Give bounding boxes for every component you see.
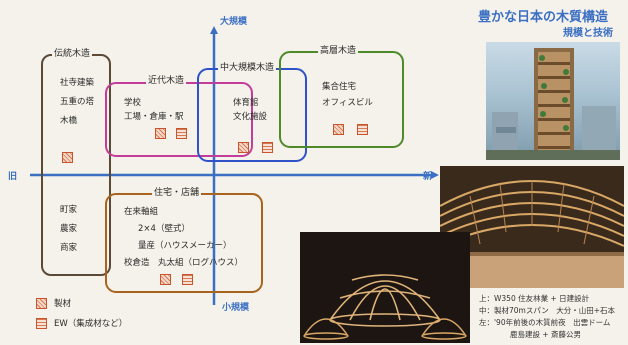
sawn-lumber-icon xyxy=(160,274,171,285)
engineered-wood-icon xyxy=(176,128,187,139)
traditional-lower-item: 商家 xyxy=(60,243,78,253)
photo-caption-line: 左：'90年前後の木質前夜 出雲ドーム xyxy=(479,318,611,327)
housing-item: 在来軸組 xyxy=(124,207,159,217)
high-rise-item: 集合住宅 xyxy=(322,82,357,92)
axis-label-old: 旧 xyxy=(8,172,18,182)
traditional-lower-item: 町家 xyxy=(60,205,78,215)
high-rise-wood-label: 高層木造 xyxy=(318,46,359,57)
traditional-item: 五重の塔 xyxy=(60,97,95,107)
high-rise-tower-photo xyxy=(486,42,620,160)
legend-sawn-lumber-icon xyxy=(36,298,47,309)
sawn-lumber-icon xyxy=(62,152,73,163)
modern-wood-label: 近代木造 xyxy=(146,76,187,87)
engineered-wood-icon xyxy=(182,274,193,285)
traditional-wood-label: 伝統木造 xyxy=(52,49,93,60)
page-title: 豊かな日本の木質構造 xyxy=(478,10,609,25)
modern-item: 学校 xyxy=(124,98,142,108)
traditional-item: 社寺建築 xyxy=(60,78,95,88)
axis-label-new: 新 xyxy=(423,172,433,182)
housing-item: 校倉造 丸太組（ログハウス） xyxy=(124,258,244,268)
legend-engineered-wood-icon xyxy=(36,318,47,329)
page-subtitle: 規模と技術 xyxy=(563,28,613,39)
photo-caption-line: 上：W350 住友林業 + 日建設計 xyxy=(479,294,590,303)
legend-engineered-wood-label: EW（集成材など） xyxy=(54,319,128,329)
mid-large-wood-label: 中大規模木造 xyxy=(218,63,277,74)
photo-caption-line: 中：製材70mスパン 大分・山田+石本 xyxy=(479,306,616,315)
axis-label-small-scale: 小規模 xyxy=(222,303,250,313)
arena-interior-photo xyxy=(440,166,624,288)
axis-label-large-scale: 大規模 xyxy=(220,17,248,27)
mid-large-item: 文化施設 xyxy=(233,112,268,122)
housing-item: 量産（ハウスメーカー） xyxy=(138,241,232,251)
legend-sawn-lumber-label: 製材 xyxy=(54,299,72,309)
sawn-lumber-icon xyxy=(155,128,166,139)
traditional-item: 木橋 xyxy=(60,116,78,126)
sawn-lumber-icon xyxy=(333,124,344,135)
mid-large-item: 体育館 xyxy=(233,98,259,108)
traditional-lower-item: 農家 xyxy=(60,224,78,234)
housing-item: 2×4（壁式） xyxy=(138,224,190,234)
modern-item: 工場・倉庫・駅 xyxy=(124,112,184,122)
high-rise-item: オフィスビル xyxy=(322,98,373,108)
photo-caption-line: 鹿島建設 + 斎藤公男 xyxy=(510,330,582,339)
dome-model-photo xyxy=(300,232,470,343)
housing-store-label: 住宅・店舗 xyxy=(152,188,202,199)
traditional-wood-box xyxy=(41,54,111,276)
sawn-lumber-icon xyxy=(238,142,249,153)
engineered-wood-icon xyxy=(357,124,368,135)
engineered-wood-icon xyxy=(262,142,273,153)
